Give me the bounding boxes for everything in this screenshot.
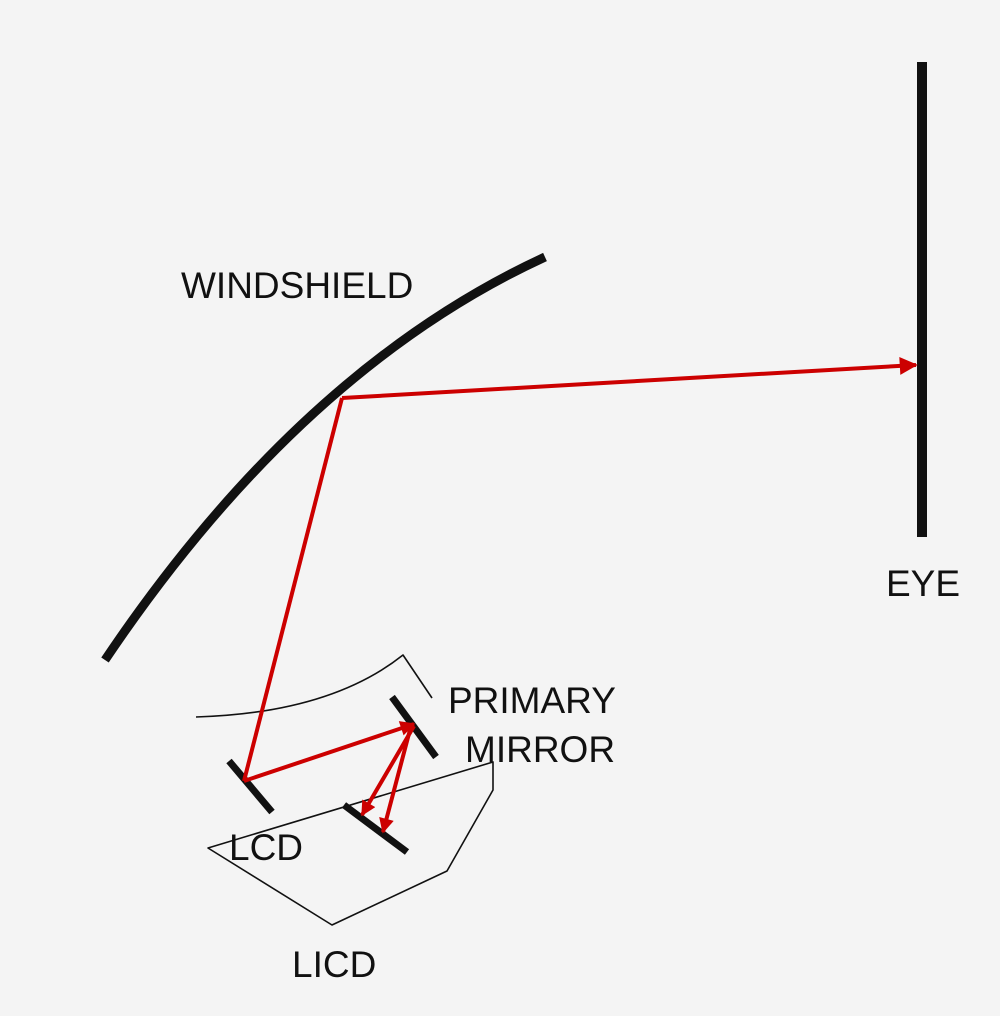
lcd-element bbox=[226, 758, 275, 815]
lcd-label: LCD bbox=[229, 827, 303, 868]
primary-mirror-label-line1: PRIMARY bbox=[448, 680, 616, 721]
primary-mirror-label-line2: MIRROR bbox=[465, 729, 615, 770]
windshield-curve bbox=[101, 252, 547, 663]
eye-label: EYE bbox=[886, 563, 960, 604]
housing-label: LICD bbox=[292, 944, 376, 985]
ray-windshield-to-eye bbox=[341, 356, 918, 400]
ray-primary-to-fold-mirror-b bbox=[379, 725, 413, 834]
ray-lcd-to-windshield bbox=[242, 397, 344, 782]
windshield-label: WINDSHIELD bbox=[181, 265, 413, 306]
fold-mirror-element bbox=[341, 802, 410, 855]
ray-lcd-to-primary-mirror bbox=[243, 721, 416, 783]
hud-housing-outline bbox=[195, 654, 494, 926]
